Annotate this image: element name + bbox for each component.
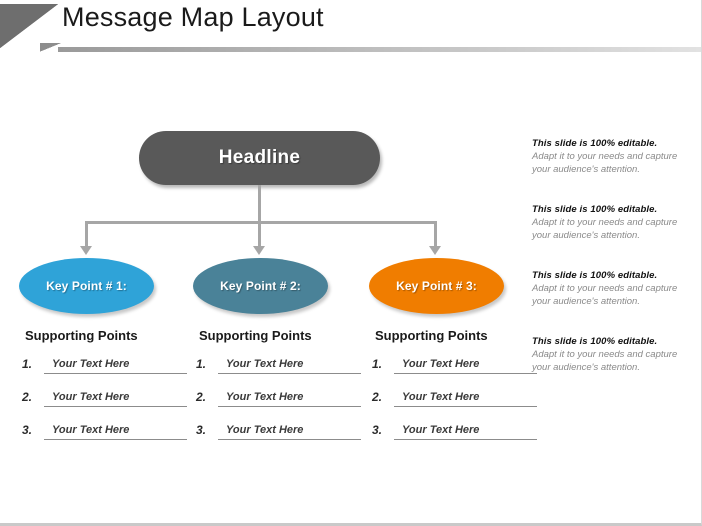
supporting-point-number: 1. (22, 357, 33, 371)
supporting-points-column-3: Supporting Points 1. Your Text Here 2. Y… (372, 328, 537, 456)
supporting-points-heading-3: Supporting Points (375, 328, 488, 343)
supporting-point-number: 1. (372, 357, 383, 371)
supporting-point-number: 2. (372, 390, 383, 404)
note-title: This slide is 100% editable. (532, 203, 658, 215)
supporting-point-number: 3. (372, 423, 383, 437)
arrow-down-icon-1 (80, 246, 92, 255)
note-body: Adapt it to your needs and capture your … (532, 151, 678, 176)
supporting-points-heading-2: Supporting Points (199, 328, 312, 343)
supporting-point-number: 2. (196, 390, 207, 404)
headline-node[interactable]: Headline (139, 131, 380, 185)
key-point-node-3[interactable]: Key Point # 3: (369, 258, 504, 314)
title-rule-tip-decoration (40, 43, 62, 52)
note-block: This slide is 100% editable. Adapt it to… (532, 336, 692, 375)
supporting-point-row: 3. Your Text Here (196, 423, 361, 440)
supporting-point-row: 1. Your Text Here (372, 357, 537, 374)
supporting-point-input[interactable]: Your Text Here (394, 391, 537, 407)
page-title: Message Map Layout (62, 2, 324, 32)
supporting-point-input[interactable]: Your Text Here (44, 424, 187, 440)
connector-drop-2 (258, 221, 261, 248)
supporting-point-input[interactable]: Your Text Here (218, 358, 361, 374)
note-title: This slide is 100% editable. (532, 138, 658, 149)
connector-horizontal-bus (85, 221, 437, 224)
editable-notes-panel: This slide is 100% editable. Adapt it to… (532, 138, 692, 402)
supporting-point-input[interactable]: Your Text Here (218, 391, 361, 407)
note-block: This slide is 100% editable. Adapt it to… (532, 270, 692, 309)
supporting-point-input[interactable]: Your Text Here (394, 424, 537, 440)
supporting-point-number: 3. (196, 423, 207, 437)
supporting-point-row: 2. Your Text Here (372, 390, 537, 407)
connector-drop-3 (434, 221, 437, 248)
note-block: This slide is 100% editable. Adapt it to… (532, 138, 692, 177)
note-body: Adapt it to your needs and capture your … (532, 216, 678, 242)
key-point-label-2: Key Point # 2: (220, 279, 301, 293)
supporting-point-number: 1. (196, 357, 207, 371)
key-point-node-2[interactable]: Key Point # 2: (193, 258, 328, 314)
connector-drop-1 (85, 221, 88, 248)
connector-stem-vertical (258, 185, 261, 222)
note-title: This slide is 100% editable. (532, 269, 658, 281)
supporting-point-number: 3. (22, 423, 33, 437)
note-body: Adapt it to your needs and capture your … (532, 348, 678, 374)
note-body: Adapt it to your needs and capture your … (532, 282, 678, 308)
supporting-point-input[interactable]: Your Text Here (394, 358, 537, 374)
supporting-point-row: 3. Your Text Here (22, 423, 187, 440)
supporting-points-column-2: Supporting Points 1. Your Text Here 2. Y… (196, 328, 361, 456)
supporting-point-row: 3. Your Text Here (372, 423, 537, 440)
headline-label: Headline (218, 147, 301, 168)
supporting-point-input[interactable]: Your Text Here (44, 358, 187, 374)
supporting-point-row: 1. Your Text Here (22, 357, 187, 374)
supporting-point-number: 2. (22, 390, 33, 404)
supporting-point-row: 2. Your Text Here (196, 390, 361, 407)
supporting-point-row: 1. Your Text Here (196, 357, 361, 374)
supporting-point-input[interactable]: Your Text Here (44, 391, 187, 407)
title-divider-rule (58, 47, 701, 52)
arrow-down-icon-3 (429, 246, 441, 255)
supporting-point-input[interactable]: Your Text Here (218, 424, 361, 440)
supporting-points-column-1: Supporting Points 1. Your Text Here 2. Y… (22, 328, 187, 456)
note-block: This slide is 100% editable. Adapt it to… (532, 204, 692, 243)
key-point-label-1: Key Point # 1: (46, 279, 127, 293)
supporting-points-heading-1: Supporting Points (25, 328, 138, 343)
title-corner-triangle-decoration (0, 4, 58, 48)
arrow-down-icon-2 (253, 246, 265, 255)
note-title: This slide is 100% editable. (532, 335, 658, 347)
key-point-label-3: Key Point # 3: (396, 279, 477, 293)
supporting-point-row: 2. Your Text Here (22, 390, 187, 407)
key-point-node-1[interactable]: Key Point # 1: (19, 258, 154, 314)
